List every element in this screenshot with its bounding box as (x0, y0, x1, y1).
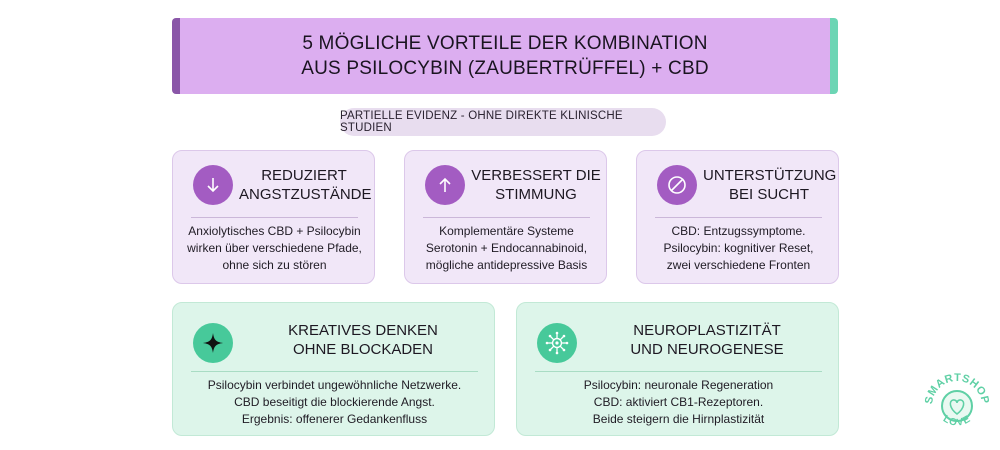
card-title: VERBESSERT DIE STIMMUNG (471, 167, 601, 203)
arrow-down-icon (193, 165, 233, 205)
card-body: Psilocybin: neuronale Regeneration CBD: … (583, 378, 774, 426)
arrow-up-icon (425, 165, 465, 205)
card-body: CBD: Entzugssymptome. Psilocybin: kognit… (663, 224, 814, 272)
divider (535, 371, 822, 372)
title-line-2: AUS PSILOCYBIN (ZAUBERTRÜFFEL) + CBD (301, 58, 709, 79)
card-stimmung: VERBESSERT DIE STIMMUNG Komplementäre Sy… (404, 150, 607, 284)
card-neuroplastizitaet: NEUROPLASTIZITÄT UND NEUROGENESE Psilocy… (516, 302, 839, 436)
smartshop-love-logo: SMARTSHOP LOVE (922, 370, 992, 440)
no-symbol-icon (657, 165, 697, 205)
divider (423, 217, 590, 218)
divider (191, 217, 358, 218)
sparkle-icon (193, 323, 233, 363)
card-title: UNTERSTÜTZUNG BEI SUCHT (703, 167, 837, 203)
title-banner: 5 MÖGLICHE VORTEILE DER KOMBINATION AUS … (172, 18, 838, 94)
card-kreativ: KREATIVES DENKEN OHNE BLOCKADEN Psilocyb… (172, 302, 495, 436)
card-body: Komplementäre Systeme Serotonin + Endoca… (425, 224, 588, 272)
neuron-icon (537, 323, 577, 363)
evidence-badge: PARTIELLE EVIDENZ - OHNE DIREKTE KLINISC… (340, 108, 666, 136)
card-sucht: UNTERSTÜTZUNG BEI SUCHT CBD: Entzugssymp… (636, 150, 839, 284)
divider (655, 217, 822, 218)
card-title: KREATIVES DENKEN OHNE BLOCKADEN (288, 322, 438, 358)
divider (191, 371, 478, 372)
card-body: Anxiolytisches CBD + Psilocybin wirken ü… (187, 224, 362, 272)
card-angst: REDUZIERT ANGSTZUSTÄNDE Anxiolytisches C… (172, 150, 375, 284)
card-title: NEUROPLASTIZITÄT UND NEUROGENESE (630, 322, 784, 358)
card-title: REDUZIERT ANGSTZUSTÄNDE (239, 167, 372, 203)
title-line-1: 5 MÖGLICHE VORTEILE DER KOMBINATION (302, 33, 708, 54)
svg-text:LOVE: LOVE (941, 414, 973, 429)
card-body: Psilocybin verbindet ungewöhnliche Netzw… (207, 378, 462, 426)
